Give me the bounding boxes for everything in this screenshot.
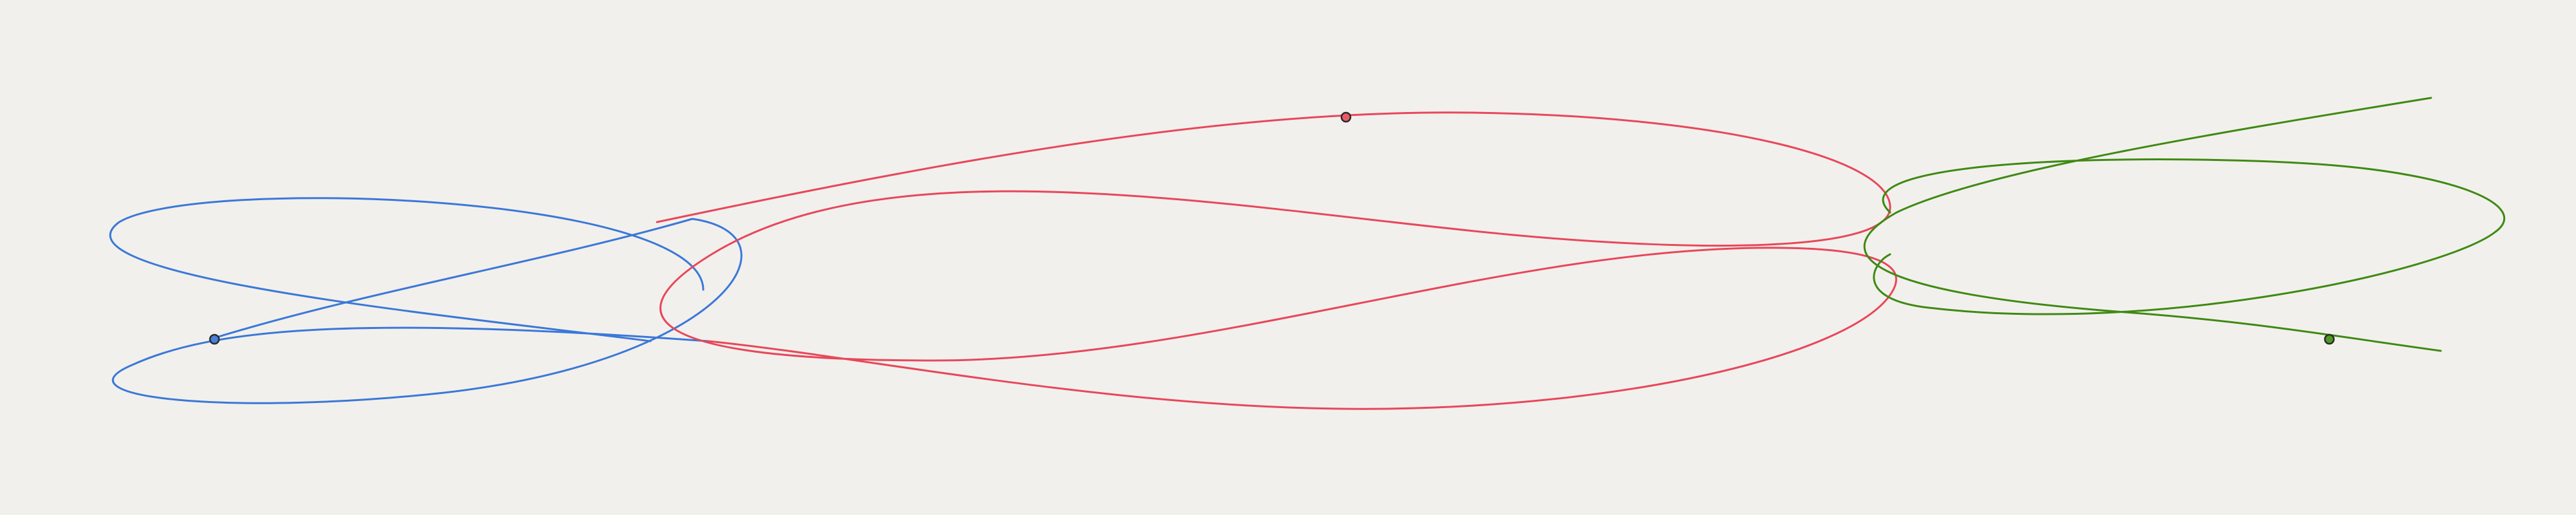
green-control-point[interactable] [2324, 333, 2335, 345]
red-curve[interactable] [656, 111, 1897, 410]
blue-curve[interactable] [112, 218, 743, 404]
red-control-point[interactable] [1340, 111, 1352, 123]
blue-curve-upper-loop[interactable] [109, 197, 705, 342]
green-curve-loop[interactable] [1873, 158, 2505, 315]
green-curve[interactable] [1863, 97, 2442, 352]
blue-control-point[interactable] [209, 333, 220, 345]
